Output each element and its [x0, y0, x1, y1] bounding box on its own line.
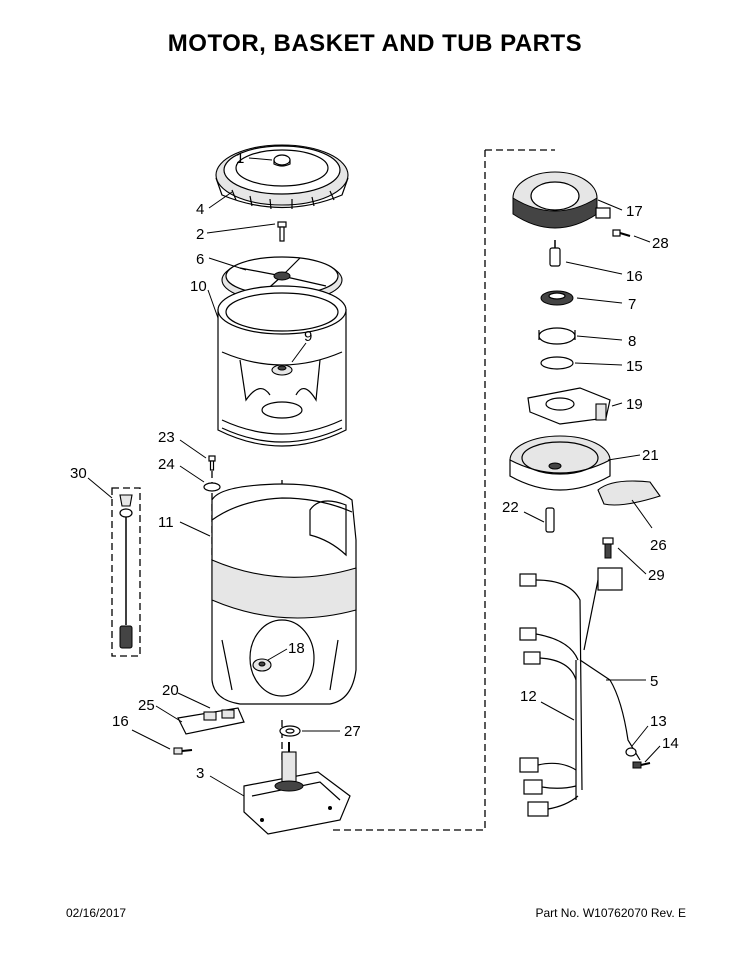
part-24-washer: [203, 482, 221, 492]
part-19-bracket: [527, 387, 611, 425]
callout-9: 9: [304, 328, 312, 345]
part-27-washer: [279, 725, 301, 737]
part-17-stator: [512, 171, 611, 229]
callout-29: 29: [648, 567, 665, 584]
callout-23: 23: [158, 429, 175, 446]
callout-10: 10: [190, 278, 207, 295]
callout-3: 3: [196, 765, 204, 782]
callout-18: 18: [288, 640, 305, 657]
part-8-hub: [538, 327, 576, 345]
callout-25: 25: [138, 697, 155, 714]
callout-24: 24: [158, 456, 175, 473]
part-15-ring: [540, 356, 574, 370]
callout-26: 26: [650, 537, 667, 554]
callout-5: 5: [650, 673, 658, 690]
callout-20: 20: [162, 682, 179, 699]
callout-16-upper: 16: [626, 268, 643, 285]
callout-12: 12: [520, 688, 537, 705]
footer-date: 02/16/2017: [66, 906, 127, 920]
footer-part-number: Part No. W10762070 Rev. E: [535, 906, 686, 920]
callout-17: 17: [626, 203, 643, 220]
callout-1: 1: [236, 150, 244, 167]
part-1-cap: [273, 154, 291, 167]
part-21-rotor: [509, 435, 611, 491]
part-22-bolt: [545, 507, 555, 533]
callout-6: 6: [196, 251, 204, 268]
callout-15: 15: [626, 358, 643, 375]
callout-7: 7: [628, 296, 636, 313]
callout-labels: 1 4 2 6 10 9 23 24 30 11 18 20 25 16 27 …: [70, 150, 679, 782]
part-3-gearcase: [243, 742, 351, 835]
part-30-suspension-rod: [111, 487, 141, 657]
part-11-tub: [211, 483, 357, 705]
callout-21: 21: [642, 447, 659, 464]
callout-16-lower: 16: [112, 713, 129, 730]
callout-19: 19: [626, 396, 643, 413]
callout-13: 13: [650, 713, 667, 730]
callout-27: 27: [344, 723, 361, 740]
callout-22: 22: [502, 499, 519, 516]
page-title: MOTOR, BASKET AND TUB PARTS: [167, 30, 583, 57]
part-7-bearing: [540, 290, 574, 306]
part-14-screw: [632, 761, 651, 769]
callout-2: 2: [196, 226, 204, 243]
part-10-basket: [217, 285, 347, 447]
callout-11: 11: [158, 514, 174, 531]
part-16-bolt-upper: [549, 240, 561, 267]
callout-14: 14: [662, 735, 679, 752]
leader-lines: [87, 157, 661, 797]
part-9-nut: [271, 364, 293, 376]
part-20-bracket: [177, 707, 245, 735]
callout-4: 4: [196, 201, 204, 218]
part-16-screw-lower: [173, 747, 193, 755]
part-12-wire-harness: [519, 567, 641, 817]
part-26-shield: [597, 480, 661, 506]
callout-8: 8: [628, 333, 636, 350]
part-18-seal: [252, 658, 272, 672]
part-28-screw: [612, 229, 631, 237]
callout-30: 30: [70, 465, 87, 482]
part-2-bolt: [277, 221, 287, 242]
part-29-screw: [602, 537, 614, 559]
part-23-screw: [208, 455, 216, 471]
callout-28: 28: [652, 235, 669, 252]
